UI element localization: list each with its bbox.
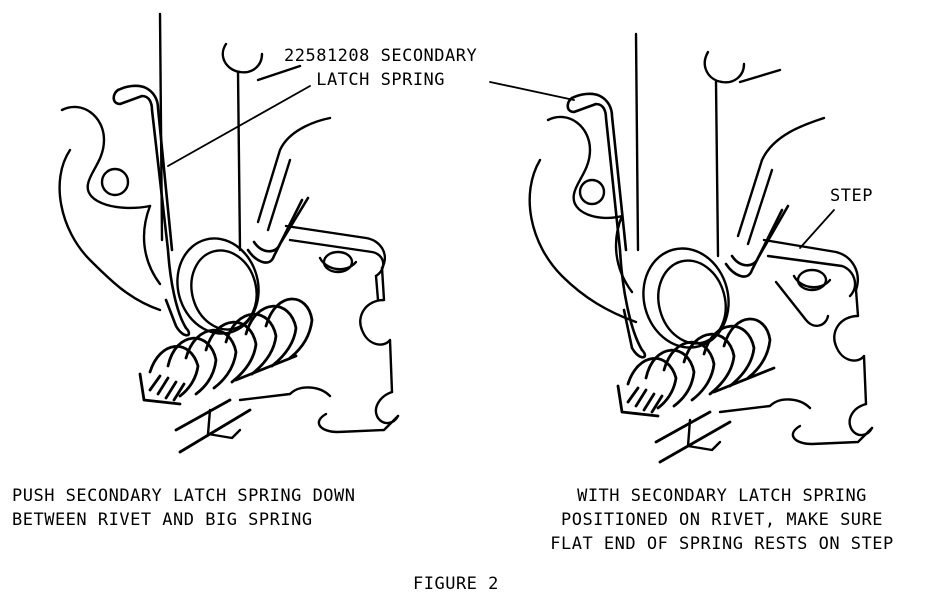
right-rivet bbox=[642, 247, 730, 349]
left-housing bbox=[58, 105, 162, 312]
part-callout-line-2: LATCH SPRING bbox=[316, 70, 446, 90]
left-view-illustration bbox=[58, 12, 400, 454]
left-secondary-latch-spring bbox=[112, 84, 310, 337]
left-caption-line-2: BETWEEN RIVET AND BIG SPRING bbox=[12, 510, 313, 530]
left-caption: PUSH SECONDARY LATCH SPRING DOWN BETWEEN… bbox=[12, 484, 356, 532]
left-leader-line bbox=[167, 85, 311, 167]
left-rivet bbox=[176, 237, 260, 335]
step-leader-line bbox=[799, 209, 835, 249]
left-big-spring bbox=[138, 297, 314, 454]
right-secondary-latch-spring bbox=[566, 92, 790, 359]
right-bracket bbox=[686, 116, 874, 452]
right-caption-line-1: WITH SECONDARY LATCH SPRING bbox=[577, 486, 867, 506]
right-big-spring bbox=[616, 317, 776, 464]
right-frame-rods bbox=[634, 32, 782, 258]
part-callout: 22581208 SECONDARY LATCH SPRING bbox=[284, 44, 477, 92]
left-caption-line-1: PUSH SECONDARY LATCH SPRING DOWN bbox=[12, 486, 356, 506]
step-callout: STEP bbox=[830, 186, 873, 206]
right-leader-line bbox=[489, 81, 575, 101]
right-housing bbox=[528, 115, 638, 324]
right-view-illustration bbox=[489, 32, 874, 464]
right-caption-line-2: POSITIONED ON RIVET, MAKE SURE bbox=[560, 510, 884, 530]
right-caption: WITH SECONDARY LATCH SPRING POSITIONED O… bbox=[522, 484, 922, 556]
left-bracket bbox=[206, 116, 400, 440]
right-caption-line-3: FLAT END OF SPRING RESTS ON STEP bbox=[550, 534, 894, 554]
part-callout-line-1: 22581208 SECONDARY bbox=[284, 46, 478, 66]
figure-label: FIGURE 2 bbox=[413, 574, 499, 594]
